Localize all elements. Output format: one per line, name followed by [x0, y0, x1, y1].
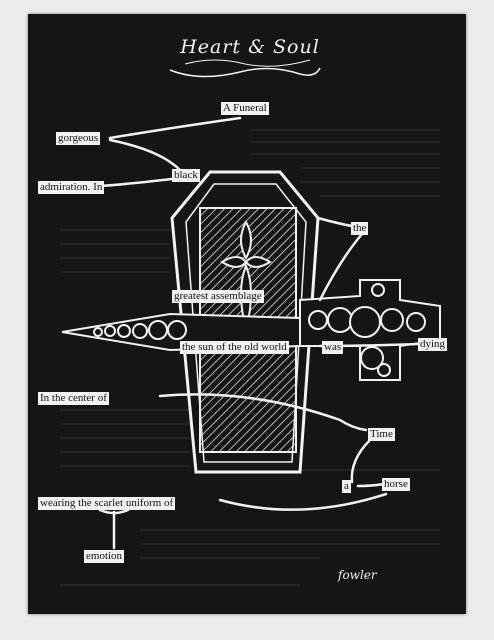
- word-horse: horse: [382, 478, 410, 491]
- word-time: Time: [368, 428, 395, 441]
- word-emotion: emotion: [84, 550, 125, 563]
- word-the: the: [351, 222, 369, 235]
- title-flourish: [169, 67, 321, 78]
- word-in-the-center: In the center of: [38, 392, 109, 405]
- word-greatest-assemblage: greatest assemblage: [172, 290, 264, 303]
- sword-drawing: [61, 279, 441, 381]
- word-wearing-scarlet: wearing the scarlet uniform of: [38, 497, 176, 510]
- word-a: a: [342, 480, 351, 493]
- word-was: was: [322, 341, 344, 354]
- word-dying: dying: [418, 338, 448, 351]
- artist-signature: fowler: [338, 568, 377, 582]
- word-black: black: [172, 169, 200, 182]
- word-admiration: admiration. In: [38, 181, 105, 194]
- word-funeral: A Funeral: [221, 102, 269, 115]
- word-gorgeous: gorgeous: [56, 132, 101, 145]
- page-title: Heart & Soul: [180, 36, 320, 58]
- newsprint-lines: [60, 129, 440, 586]
- word-the-sun: the sun of the old world: [180, 341, 289, 354]
